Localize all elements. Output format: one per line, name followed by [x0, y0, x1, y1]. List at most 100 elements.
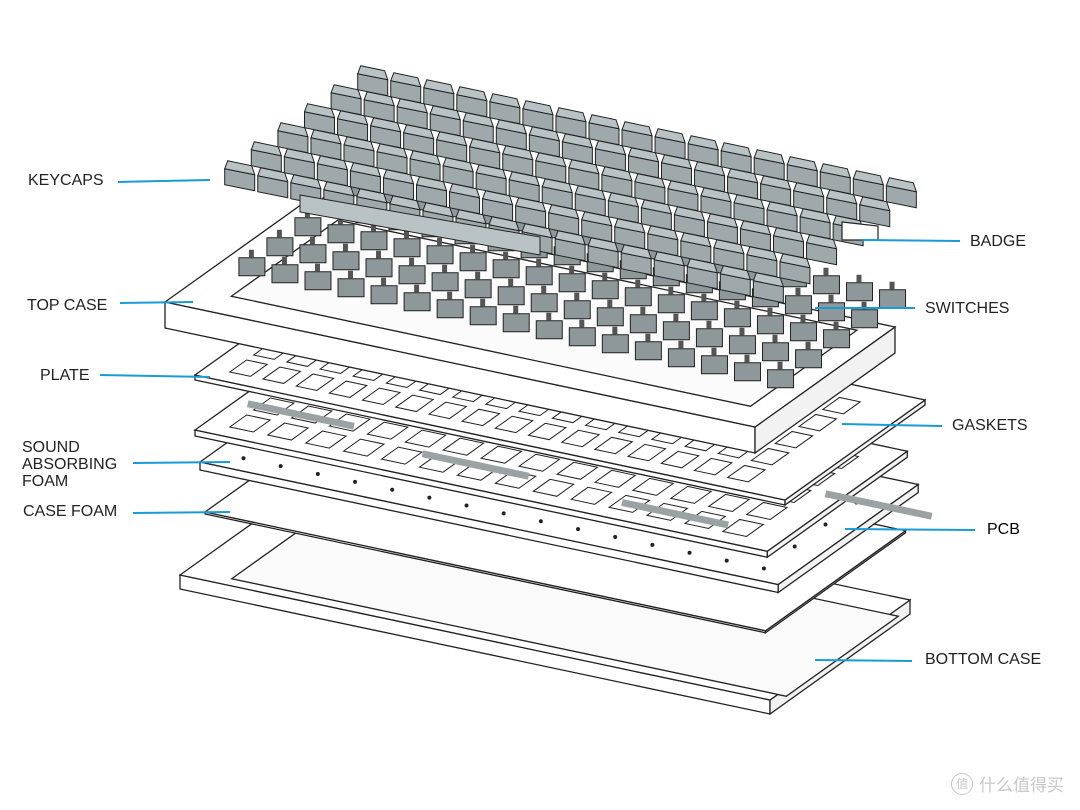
switch-stem — [536, 258, 542, 267]
leader-line — [844, 528, 976, 531]
foam-cutout — [517, 453, 561, 472]
switch — [795, 349, 823, 369]
switch-stem — [503, 251, 509, 260]
switch — [756, 315, 784, 335]
spacebar-keycap — [299, 194, 541, 256]
switch — [767, 369, 795, 389]
switch — [728, 335, 756, 355]
switch-stem — [409, 257, 415, 266]
plate-switch-cutout — [460, 408, 501, 427]
switch — [266, 237, 294, 257]
plate-switch-cutout — [228, 359, 269, 377]
foam-cutout — [266, 422, 310, 441]
keycap — [753, 149, 785, 165]
switch-stem — [475, 271, 481, 280]
switch — [459, 252, 487, 272]
switch — [784, 295, 812, 315]
switch-stem — [777, 361, 783, 370]
switch — [601, 334, 629, 354]
switch-stem — [348, 270, 354, 279]
switch-stem — [861, 301, 867, 310]
switch — [657, 294, 685, 314]
switch — [846, 282, 873, 302]
switch-stem — [635, 279, 641, 288]
label-case-foam: CASE FOAM — [23, 503, 118, 520]
switch — [851, 309, 879, 329]
keycap — [522, 100, 554, 116]
keycap — [224, 160, 256, 176]
switch-stem — [569, 265, 575, 274]
plate-switch-cutout — [660, 450, 700, 469]
label-bottom-case: BOTTOM CASE — [925, 651, 1042, 668]
keycap — [819, 163, 852, 179]
switch-stem — [248, 249, 254, 258]
switch-stem — [370, 223, 376, 232]
switch — [332, 251, 360, 271]
leader-line — [861, 239, 961, 242]
gasket-strip — [246, 400, 355, 430]
plate-switch-cutout — [560, 429, 601, 448]
pcb-mounting-hole — [761, 566, 766, 571]
gasket-strip — [621, 499, 729, 529]
switch — [530, 293, 558, 313]
foam-cutout — [366, 421, 410, 440]
switch — [700, 355, 728, 375]
switch — [469, 306, 497, 326]
pcb-mounting-hole — [315, 472, 320, 476]
leader-line — [117, 179, 211, 183]
plate-switch-cutout — [527, 422, 568, 441]
pcb-mounting-hole — [538, 519, 543, 524]
switch-stem — [342, 243, 348, 252]
switch-stem — [678, 340, 684, 349]
switch-stem — [889, 281, 895, 290]
watermark-text: 什么值得买 — [979, 776, 1064, 795]
switch — [823, 329, 851, 349]
pcb-mounting-hole — [241, 456, 246, 461]
switch — [271, 264, 299, 284]
pcb-mounting-hole — [464, 503, 469, 508]
keycap — [357, 65, 389, 81]
switch — [535, 320, 563, 340]
foam-cutout — [380, 446, 424, 465]
switch-stem — [711, 347, 717, 356]
switch-stem — [579, 319, 585, 328]
label-keycaps: KEYCAPS — [28, 172, 104, 189]
switch-stem — [805, 341, 811, 350]
switch — [695, 328, 723, 348]
switch — [723, 308, 751, 328]
switch — [690, 301, 718, 321]
switch — [365, 258, 393, 278]
foam-cutout — [404, 429, 447, 448]
switch-stem — [404, 230, 410, 239]
switch — [568, 327, 596, 347]
plate-switch-cutout — [394, 394, 435, 413]
switch-stem — [823, 267, 829, 276]
foam-cutout — [721, 518, 765, 537]
plate-switch-cutout — [750, 447, 791, 466]
label-gaskets: GASKETS — [952, 417, 1028, 434]
switch-stem — [856, 274, 862, 283]
switch — [299, 244, 327, 264]
switch-stem — [546, 312, 552, 321]
foam-cutout — [669, 485, 713, 504]
foam-cutout — [593, 469, 637, 488]
plate-switch-cutout — [494, 415, 534, 434]
switch — [502, 313, 530, 333]
keycap — [489, 93, 521, 109]
pcb-mounting-hole — [823, 522, 828, 527]
switch-stem — [337, 216, 343, 225]
switch-stem — [612, 326, 618, 335]
switch-stem — [602, 272, 608, 281]
switch-stem — [541, 285, 547, 294]
keycap — [250, 141, 283, 157]
switch-stem — [442, 264, 448, 273]
plate-switch-cutout — [294, 373, 335, 391]
keycap — [720, 142, 752, 158]
switch — [662, 321, 690, 341]
switch — [818, 302, 845, 322]
foam-cutout — [631, 477, 675, 496]
switch-stem — [767, 307, 773, 316]
switch — [294, 217, 322, 237]
switch-stem — [314, 263, 320, 272]
